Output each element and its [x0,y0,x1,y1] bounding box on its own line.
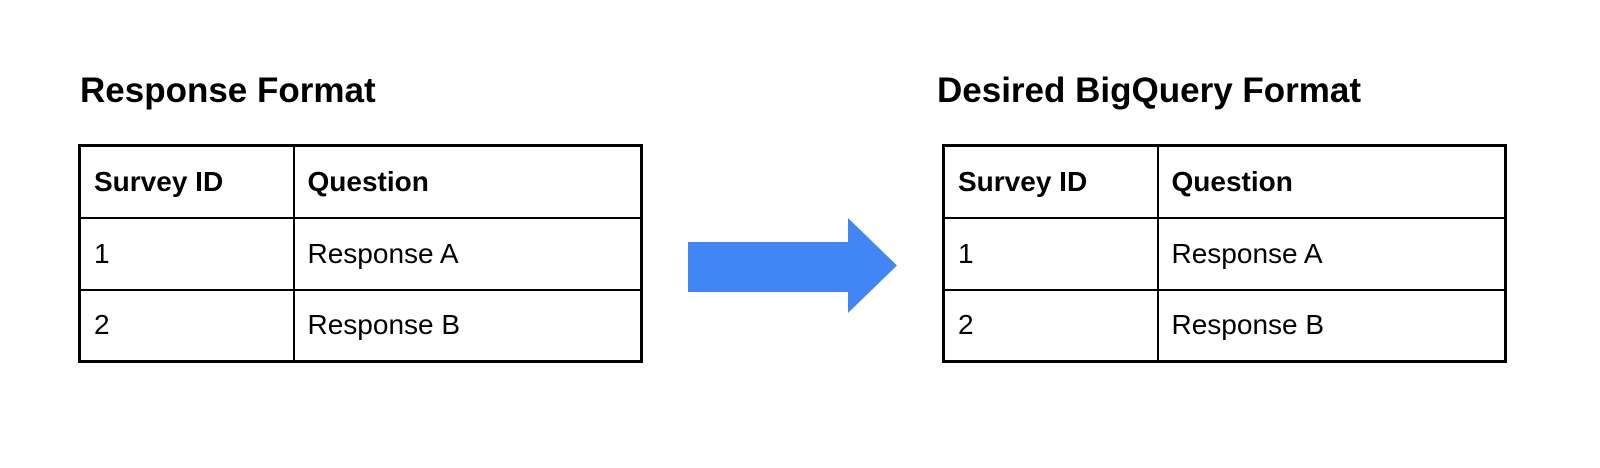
cell-question: Response A [292,216,643,291]
table-row: 2 Response B [78,288,643,363]
column-header-survey-id: Survey ID [942,144,1159,219]
cell-question: Response B [1156,288,1507,363]
desired-bigquery-format-table: Survey ID Question 1 Response A 2 Respon… [942,144,1507,363]
column-header-question: Question [1156,144,1507,219]
table-row: 1 Response A [942,216,1507,291]
cell-survey-id: 2 [942,288,1159,363]
response-format-table: Survey ID Question 1 Response A 2 Respon… [78,144,643,363]
cell-question: Response A [1156,216,1507,291]
table-row: 2 Response B [942,288,1507,363]
table-header-row: Survey ID Question [942,144,1507,219]
right-table-title: Desired BigQuery Format [937,71,1361,110]
cell-survey-id: 1 [78,216,295,291]
cell-survey-id: 1 [942,216,1159,291]
left-table-title: Response Format [80,71,376,110]
column-header-question: Question [292,144,643,219]
table-header-row: Survey ID Question [78,144,643,219]
column-header-survey-id: Survey ID [78,144,295,219]
cell-survey-id: 2 [78,288,295,363]
table-row: 1 Response A [78,216,643,291]
cell-question: Response B [292,288,643,363]
right-arrow-shape [688,218,897,313]
